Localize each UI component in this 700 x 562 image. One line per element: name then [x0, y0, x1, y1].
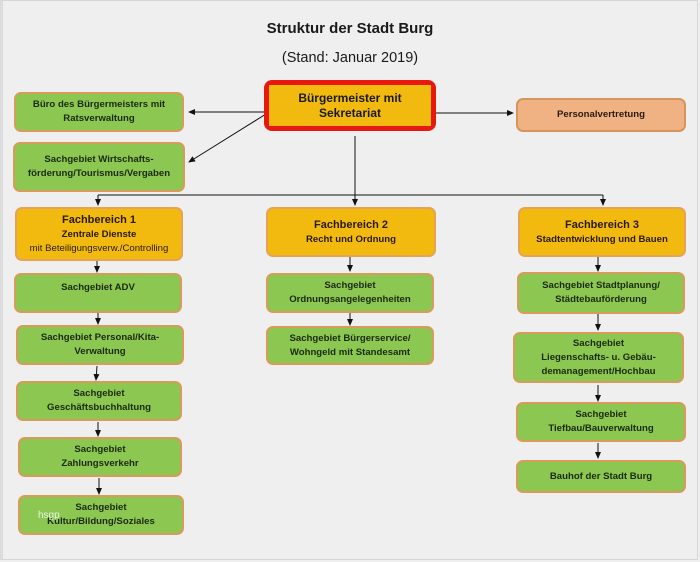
unit-2-2-line1: Sachgebiet Bürgerservice/ — [289, 332, 411, 344]
department-3-line2: Stadtentwicklung und Bauen — [536, 233, 668, 245]
unit-3-3-line2: Tiefbau/Bauverwaltung — [548, 423, 654, 434]
representation-box: Personalvertretung — [516, 98, 686, 132]
unit-2-2-box: Sachgebiet Bürgerservice/ Wohngeld mit S… — [266, 326, 434, 365]
department-2-box: Fachbereich 2 Recht und Ordnung — [266, 207, 436, 257]
mayor-label-line2: Sekretariat — [318, 105, 382, 120]
unit-1-3-box: Sachgebiet Geschäftsbuchhaltung — [16, 381, 182, 421]
unit-1-3-line2: Geschäftsbuchhaltung — [47, 402, 151, 413]
unit-1-5-line2: Kultur/Bildung/Soziales — [47, 516, 155, 527]
chart-subtitle: (Stand: Januar 2019) — [281, 50, 419, 66]
unit-1-2-box: Sachgebiet Personal/Kita- Verwaltung — [16, 325, 184, 365]
office-line1: Büro des Bürgermeisters mit — [32, 99, 166, 110]
unit-1-2-line1: Sachgebiet Personal/Kita- — [40, 332, 160, 343]
unit-2-1-line1: Sachgebiet — [324, 280, 376, 291]
department-3-heading: Fachbereich 3 — [565, 218, 639, 231]
department-1-box: Fachbereich 1 Zentrale Dienste mit Betei… — [15, 207, 183, 261]
chart-title: Struktur der Stadt Burg — [266, 20, 434, 37]
mayor-box: Bürgermeister mit Sekretariat — [264, 80, 436, 131]
unit-3-3-line1: Sachgebiet — [575, 409, 627, 420]
unit-3-1-line1: Sachgebiet Stadtplanung/ — [542, 280, 660, 291]
department-1-line3: mit Beteiligungsverw./Controlling — [29, 242, 169, 254]
arrow-mayor-to-economy — [188, 113, 267, 163]
unit-3-4-box: Bauhof der Stadt Burg — [516, 460, 686, 493]
office-box: Büro des Bürgermeisters mit Ratsverwaltu… — [14, 92, 184, 132]
watermark: hsgp — [38, 510, 60, 521]
unit-2-1-line2: Ordnungsangelegenheiten — [289, 294, 411, 305]
unit-2-2-line2: Wohngeld mit Standesamt — [289, 346, 411, 358]
department-3-box: Fachbereich 3 Stadtentwicklung und Bauen — [518, 207, 686, 257]
unit-1-1-box: Sachgebiet ADV — [14, 273, 182, 313]
economy-line2: förderung/Tourismus/Vergaben — [27, 168, 171, 179]
unit-3-4-line1: Bauhof der Stadt Burg — [549, 470, 653, 482]
unit-3-3-box: Sachgebiet Tiefbau/Bauverwaltung — [516, 402, 686, 442]
mayor-label-line1: Bürgermeister mit — [298, 90, 402, 105]
department-2-line2: Recht und Ordnung — [305, 233, 397, 245]
representation-label: Personalvertretung — [557, 109, 645, 120]
unit-1-4-line2: Zahlungsverkehr — [61, 458, 139, 469]
department-1-line2: Zentrale Dienste — [61, 228, 137, 240]
unit-3-2-box: Sachgebiet Liegenschafts- u. Gebäu- dema… — [513, 332, 684, 383]
department-1-heading: Fachbereich 1 — [62, 213, 136, 226]
unit-3-2-line1: Sachgebiet — [572, 337, 625, 349]
economy-box: Sachgebiet Wirtschafts- förderung/Touris… — [13, 142, 185, 192]
unit-1-5-box: Sachgebiet Kultur/Bildung/Soziales — [18, 495, 184, 535]
office-line2: Ratsverwaltung — [63, 113, 135, 124]
unit-3-2-line3: demanagement/Hochbau — [541, 365, 656, 377]
economy-line1: Sachgebiet Wirtschafts- — [44, 154, 154, 165]
unit-1-4-box: Sachgebiet Zahlungsverkehr — [18, 437, 182, 477]
unit-3-1-line2: Städtebauförderung — [555, 294, 647, 305]
arrow-d1-u3 — [93, 365, 100, 381]
unit-1-3-line1: Sachgebiet — [73, 388, 125, 399]
unit-1-2-line2: Verwaltung — [74, 346, 126, 357]
unit-1-5-line1: Sachgebiet — [75, 502, 127, 513]
unit-3-1-box: Sachgebiet Stadtplanung/ Städtebauförder… — [517, 272, 685, 314]
unit-1-1-line1: Sachgebiet ADV — [61, 282, 135, 293]
department-2-heading: Fachbereich 2 — [314, 218, 388, 231]
unit-2-1-box: Sachgebiet Ordnungsangelegenheiten — [266, 273, 434, 313]
unit-1-4-line1: Sachgebiet — [74, 444, 126, 455]
unit-3-2-line2: Liegenschafts- u. Gebäu- — [541, 351, 656, 363]
